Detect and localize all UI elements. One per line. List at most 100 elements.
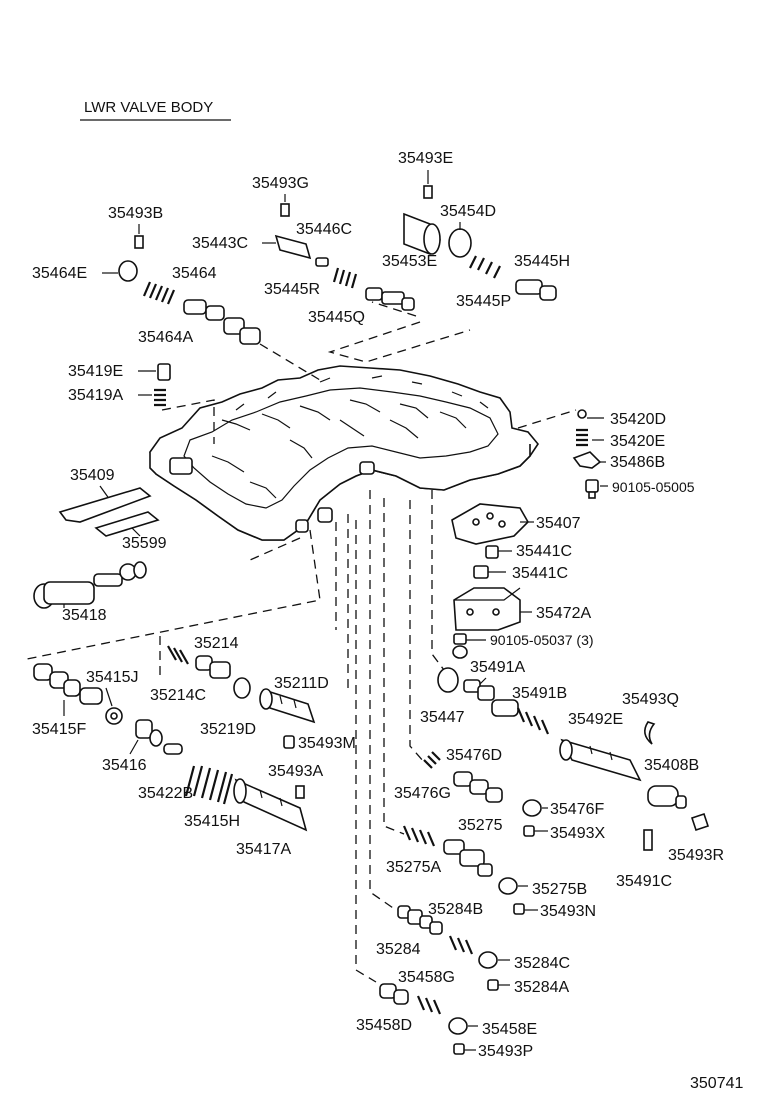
label-35476G: 35476G <box>394 785 451 802</box>
spring-35458G-icon <box>416 995 442 1015</box>
valve-35418-icon <box>33 561 147 609</box>
valve-35458D-icon <box>379 983 409 1005</box>
label-35275A: 35275A <box>386 859 441 876</box>
valve-body-plate-icon <box>149 365 539 541</box>
label-35415J: 35415J <box>86 669 139 686</box>
label-35284A: 35284A <box>514 979 569 996</box>
pin-35493E-icon <box>423 185 433 199</box>
label-35441C-a: 35441C <box>516 543 572 560</box>
label-35415H: 35415H <box>184 813 240 830</box>
label-35445P: 35445P <box>456 293 511 310</box>
label-35458D: 35458D <box>356 1017 412 1034</box>
label-35493E: 35493E <box>398 150 453 167</box>
pin-35493G-icon <box>280 203 290 217</box>
bolt-90105-05037-icon <box>452 633 468 659</box>
label-35454D: 35454D <box>440 203 496 220</box>
label-35464A: 35464A <box>138 329 193 346</box>
spring-35214C-icon <box>167 645 189 665</box>
label-35407: 35407 <box>536 515 581 532</box>
pin-35491C-icon <box>643 829 653 851</box>
sleeve-35443C-icon <box>274 234 312 260</box>
plate-35599-icon <box>94 511 160 537</box>
diagram-code: 350741 <box>690 1075 743 1092</box>
plug-35284C-icon <box>478 951 498 969</box>
plug-35275B-icon <box>498 877 518 895</box>
pin-35493M-icon <box>283 735 295 749</box>
plug-35476F-icon <box>522 799 542 817</box>
plug-35464E-icon <box>118 260 138 282</box>
label-35493G: 35493G <box>252 175 309 192</box>
clip-35486B-icon <box>572 451 602 469</box>
label-35416: 35416 <box>102 757 147 774</box>
valve-35408B-icon <box>647 785 687 809</box>
sleeve-35453E-icon <box>403 212 441 255</box>
label-35415F: 35415F <box>32 721 86 738</box>
pin-35493X-icon <box>523 825 535 837</box>
spring-35275A-icon <box>402 825 436 847</box>
clip-35493R-icon <box>690 812 710 832</box>
label-35214: 35214 <box>194 635 239 652</box>
pin-35493N-icon <box>513 903 525 915</box>
valve-35445Q-icon <box>365 287 415 311</box>
valve-35464-icon <box>183 299 261 345</box>
sleeve-35492E-icon <box>559 738 642 782</box>
spring-35419A-icon <box>154 388 166 407</box>
label-35284B: 35284B <box>428 901 483 918</box>
label-35275: 35275 <box>458 817 503 834</box>
label-35464E: 35464E <box>32 265 87 282</box>
valve-35415F-icon <box>33 663 103 705</box>
label-35458E: 35458E <box>482 1021 537 1038</box>
label-35214C: 35214C <box>150 687 206 704</box>
label-35419E: 35419E <box>68 363 123 380</box>
label-35493P: 35493P <box>478 1043 533 1060</box>
label-35493A: 35493A <box>268 763 323 780</box>
label-35493B: 35493B <box>108 205 163 222</box>
label-35446C: 35446C <box>296 221 352 238</box>
diagram-title: LWR VALVE BODY <box>84 99 213 116</box>
plate-35472A-icon <box>453 587 521 631</box>
bolt-90105-05005-icon <box>585 479 599 499</box>
label-35447: 35447 <box>420 709 465 726</box>
pin-35493A-icon <box>295 785 305 799</box>
pin-35446C-icon <box>315 257 329 267</box>
label-35492E: 35492E <box>568 711 623 728</box>
part-35441C-a-icon <box>485 545 499 559</box>
plug-35416-icon <box>135 719 163 747</box>
spring-35415H-icon <box>184 765 234 805</box>
label-35409: 35409 <box>70 467 115 484</box>
label-35493Q: 35493Q <box>622 691 679 708</box>
plug-35458E-icon <box>448 1017 468 1035</box>
ball-35420D-icon <box>577 409 587 419</box>
part-35441C-b-icon <box>473 565 489 579</box>
label-35419A: 35419A <box>68 387 123 404</box>
valve-35491A-icon <box>463 679 519 717</box>
label-35491B: 35491B <box>512 685 567 702</box>
label-35493M: 35493M <box>298 735 356 752</box>
label-35476F: 35476F <box>550 801 604 818</box>
plug-35447-icon <box>437 667 459 693</box>
label-35493N: 35493N <box>540 903 596 920</box>
valve-35284-icon <box>397 905 443 935</box>
label-35445H: 35445H <box>514 253 570 270</box>
spring-35284B-icon <box>448 935 474 955</box>
label-35464: 35464 <box>172 265 217 282</box>
label-35486B: 35486B <box>610 454 665 471</box>
label-35476D: 35476D <box>446 747 502 764</box>
spring-35464A-icon <box>142 281 176 305</box>
label-35493X: 35493X <box>550 825 605 842</box>
label-35453E: 35453E <box>382 253 437 270</box>
pin-35422B-icon <box>163 743 183 755</box>
label-35408B: 35408B <box>644 757 699 774</box>
label-35472A: 35472A <box>536 605 591 622</box>
label-35491A: 35491A <box>470 659 525 676</box>
label-35219D: 35219D <box>200 721 256 738</box>
spring-35476G-icon <box>423 751 441 769</box>
pin-35284A-icon <box>487 979 499 991</box>
label-35275B: 35275B <box>532 881 587 898</box>
valve-35214-icon <box>195 655 231 679</box>
plug-35219D-icon <box>233 677 251 699</box>
label-35493R: 35493R <box>668 847 724 864</box>
label-35420D: 35420D <box>610 411 666 428</box>
label-35211D: 35211D <box>274 675 329 692</box>
pin-35493B-icon <box>134 235 144 249</box>
